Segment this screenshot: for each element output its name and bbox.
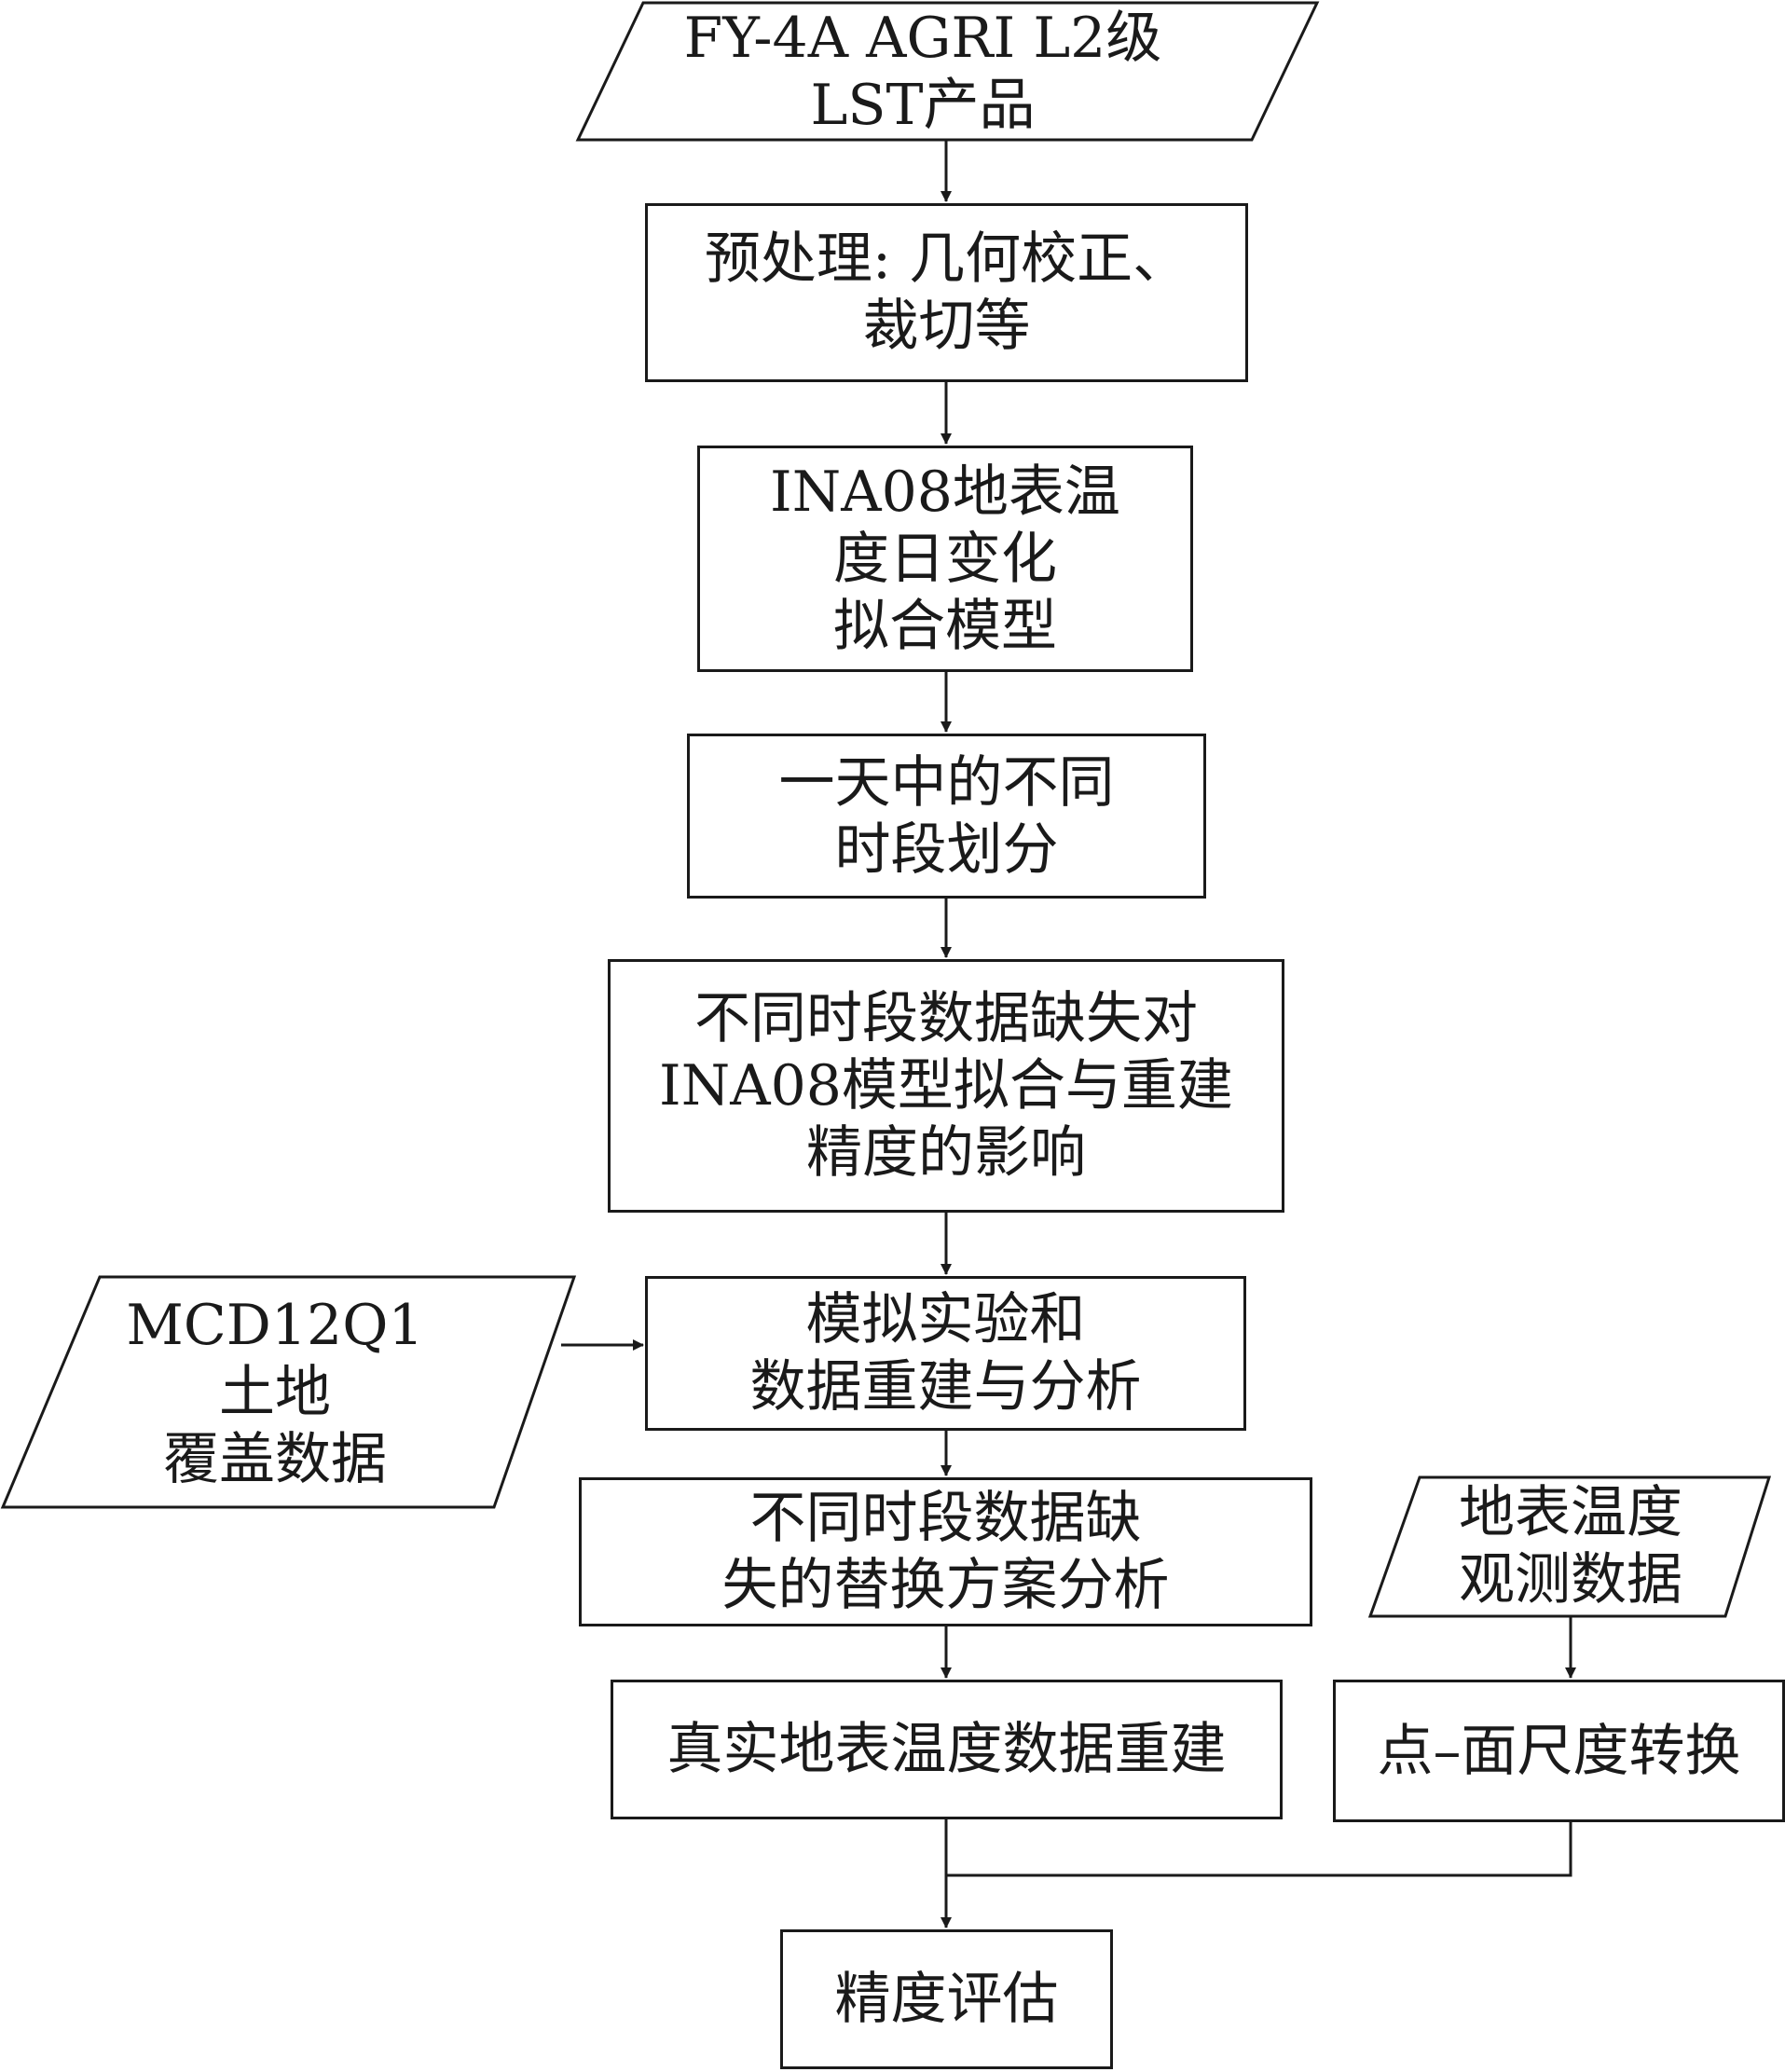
time-division-line-2: 时段划分 [834, 816, 1059, 883]
connector-scale-merge [946, 1822, 1572, 1877]
missing-impact-line-1: 不同时段数据缺失对 [694, 986, 1198, 1051]
landcover-line-2: 土地 [219, 1360, 331, 1425]
lst-product-line-1: FY-4A AGRI L2级 [683, 6, 1162, 71]
accuracy-node: 精度评估 [780, 1929, 1113, 2069]
time-division-node: 一天中的不同 时段划分 [687, 734, 1206, 899]
landcover-line-3: 覆盖数据 [163, 1427, 387, 1492]
real-rebuild-line-1: 真实地表温度数据重建 [666, 1717, 1227, 1782]
preprocess-line-1: 预处理: 几何校正、 [704, 226, 1189, 292]
real-rebuild-node: 真实地表温度数据重建 [611, 1680, 1283, 1819]
scale-convert-node: 点–面尺度转换 [1333, 1680, 1785, 1822]
landcover-shape [0, 1275, 577, 1509]
accuracy-line-1: 精度评估 [834, 1967, 1059, 2032]
simulation-node: 模拟实验和 数据重建与分析 [645, 1276, 1246, 1431]
ina08-model-line-2: 度日变化 [833, 526, 1057, 592]
ina08-model-line-1: INA08地表温 [770, 459, 1120, 525]
scale-convert-line-1: 点–面尺度转换 [1377, 1718, 1741, 1784]
ground-obs-node: 地表温度 观测数据 [1398, 1480, 1743, 1612]
simulation-line-1: 模拟实验和 [805, 1287, 1086, 1352]
missing-impact-node: 不同时段数据缺失对 INA08模型拟合与重建 精度的影响 [608, 959, 1284, 1213]
missing-impact-line-2: INA08模型拟合与重建 [659, 1053, 1233, 1118]
ground-obs-shape [1367, 1475, 1772, 1618]
ground-obs-line-2: 观测数据 [1459, 1547, 1682, 1612]
replacement-line-2: 失的替换方案分析 [721, 1553, 1170, 1618]
preprocess-line-2: 裁切等 [862, 294, 1031, 359]
landcover-node: MCD12Q1 土地 覆盖数据 [56, 1282, 494, 1503]
time-division-line-1: 一天中的不同 [778, 749, 1115, 816]
lst-product-node: FY-4A AGRI L2级 LST产品 [597, 6, 1249, 138]
replacement-line-1: 不同时段数据缺 [749, 1486, 1142, 1551]
missing-impact-line-3: 精度的影响 [806, 1120, 1086, 1186]
replacement-node: 不同时段数据缺 失的替换方案分析 [579, 1477, 1312, 1626]
lst-product-shape [575, 1, 1320, 142]
ground-obs-line-1: 地表温度 [1459, 1480, 1682, 1545]
ina08-model-node: INA08地表温 度日变化 拟合模型 [697, 446, 1193, 672]
preprocess-node: 预处理: 几何校正、 裁切等 [645, 203, 1248, 382]
lst-product-line-2: LST产品 [810, 73, 1036, 138]
simulation-line-2: 数据重建与分析 [749, 1354, 1142, 1420]
landcover-line-1: MCD12Q1 [126, 1293, 424, 1358]
ina08-model-line-3: 拟合模型 [833, 593, 1057, 659]
